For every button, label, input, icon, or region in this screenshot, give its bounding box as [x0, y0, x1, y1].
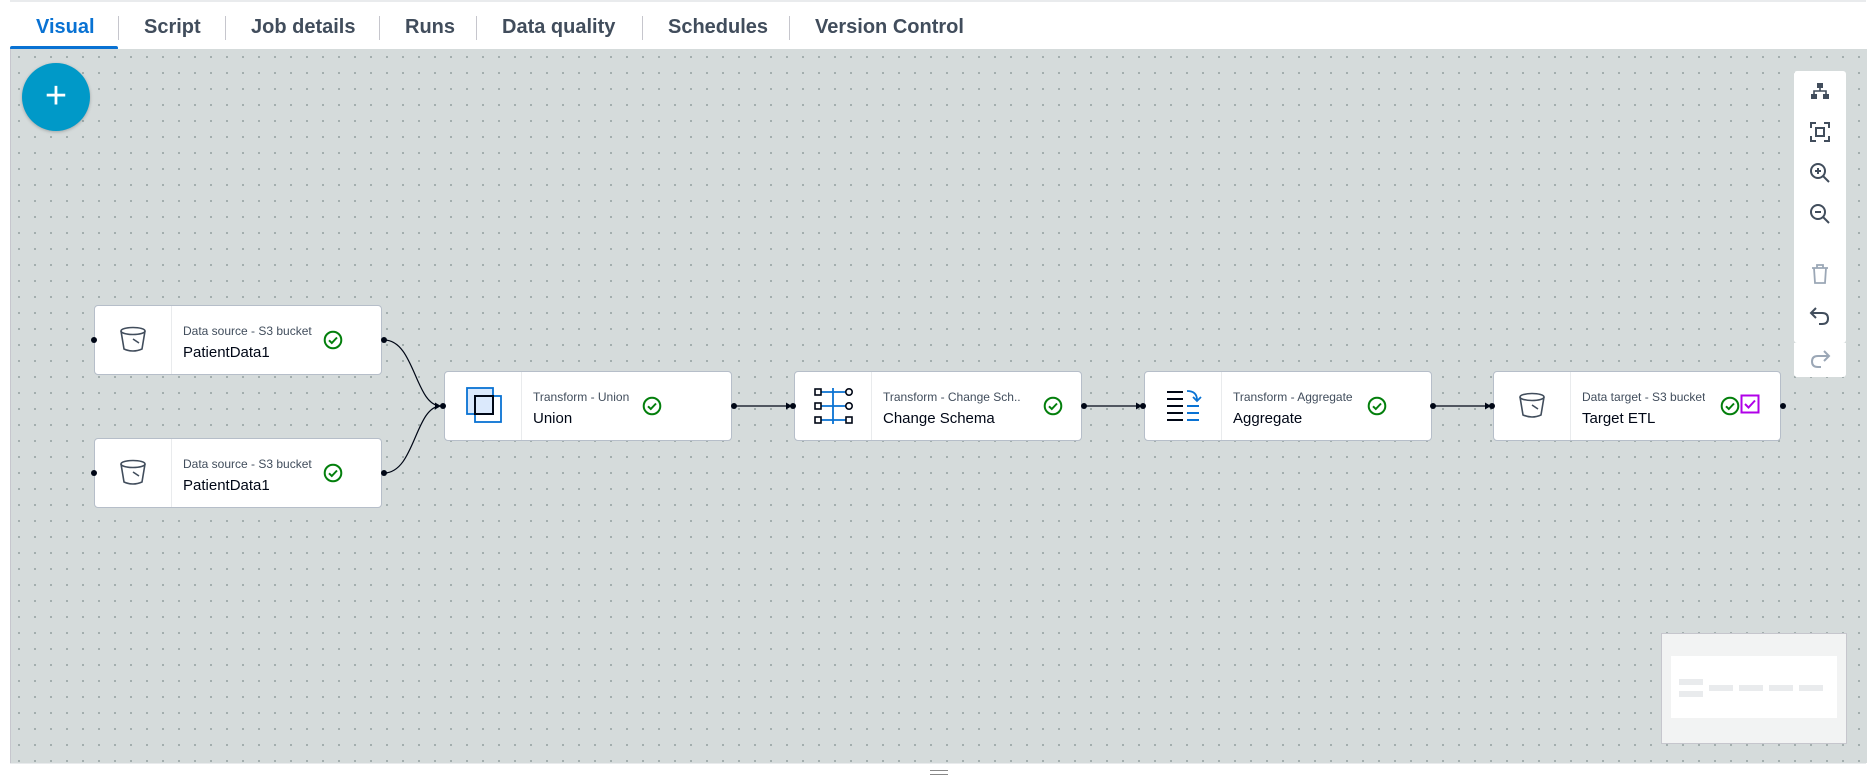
- tab-script[interactable]: Script: [144, 16, 201, 38]
- minimap-node: [1739, 685, 1763, 691]
- tab-divider: [789, 16, 790, 40]
- auto-layout-icon[interactable]: [1807, 78, 1833, 104]
- s3-bucket-icon: [120, 459, 146, 485]
- node-name-label: Target ETL: [1582, 410, 1656, 427]
- node-name-label: PatientData1: [183, 477, 270, 494]
- success-check-icon: [1367, 396, 1387, 416]
- tab-divider: [118, 16, 119, 40]
- change-schema-icon: [814, 387, 853, 424]
- tab-bar: Visual Script Job details Runs Data qual…: [10, 0, 1866, 51]
- node-icon-box: [1494, 372, 1571, 440]
- undo-icon[interactable]: [1807, 302, 1833, 328]
- success-check-icon: [1043, 396, 1063, 416]
- minimap-node: [1679, 679, 1703, 685]
- tab-divider: [379, 16, 380, 40]
- node-name-label: Change Schema: [883, 410, 995, 427]
- tab-visual[interactable]: Visual: [36, 16, 95, 38]
- node-data-target-target-etl[interactable]: Data target - S3 bucket Target ETL: [1493, 371, 1781, 441]
- success-check-icon: [323, 330, 343, 350]
- success-check-icon: [1720, 396, 1740, 416]
- input-port[interactable]: [91, 470, 97, 476]
- s3-bucket-icon: [1519, 392, 1545, 418]
- node-transform-aggregate[interactable]: Transform - Aggregate Aggregate: [1144, 371, 1432, 441]
- canvas-toolbar-bottom: [1794, 343, 1846, 377]
- minimap-node: [1769, 685, 1793, 691]
- tab-runs[interactable]: Runs: [405, 16, 455, 38]
- node-name-label: Aggregate: [1233, 410, 1303, 427]
- tab-version-control[interactable]: Version Control: [815, 16, 964, 38]
- union-icon: [466, 387, 502, 423]
- input-port[interactable]: [91, 337, 97, 343]
- fit-view-icon[interactable]: [1807, 119, 1833, 145]
- active-tab-indicator: [10, 46, 118, 50]
- aggregate-icon: [1167, 390, 1202, 421]
- s3-bucket-icon: [120, 326, 146, 352]
- node-data-source-patientdata1[interactable]: Data source - S3 bucket PatientData1: [94, 438, 382, 508]
- add-node-button[interactable]: +: [22, 63, 90, 131]
- node-type-label: Data target - S3 bucket: [1582, 390, 1706, 404]
- input-port[interactable]: [790, 403, 796, 409]
- success-check-icon: [642, 396, 662, 416]
- panel-resize-handle[interactable]: [930, 770, 948, 775]
- redo-icon[interactable]: [1807, 345, 1833, 371]
- tab-job-details[interactable]: Job details: [251, 16, 356, 38]
- node-icon-box: [1145, 372, 1222, 440]
- output-port[interactable]: [731, 403, 737, 409]
- input-port[interactable]: [440, 403, 446, 409]
- input-port[interactable]: [1140, 403, 1146, 409]
- input-port[interactable]: [1489, 403, 1495, 409]
- node-type-label: Transform - Change Sch...: [883, 390, 1021, 404]
- output-port[interactable]: [381, 337, 387, 343]
- node-name-label: PatientData1: [183, 344, 270, 361]
- output-port[interactable]: [1081, 403, 1087, 409]
- node-name-label: Union: [533, 410, 573, 427]
- output-port[interactable]: [1430, 403, 1436, 409]
- node-type-label: Data source - S3 bucket: [183, 324, 312, 338]
- node-type-label: Transform - Aggregate: [1233, 390, 1353, 404]
- canvas-toolbar: [1794, 71, 1846, 343]
- visual-canvas[interactable]: [10, 49, 1867, 763]
- tab-schedules[interactable]: Schedules: [668, 16, 769, 38]
- node-icon-box: [95, 439, 172, 507]
- tab-divider: [225, 16, 226, 40]
- tab-data-quality[interactable]: Data quality: [502, 16, 616, 38]
- tab-divider: [476, 16, 477, 40]
- minimap[interactable]: [1661, 633, 1847, 744]
- delete-icon[interactable]: [1807, 261, 1833, 287]
- tab-divider: [642, 16, 643, 40]
- node-transform-union[interactable]: Transform - Union Union: [444, 371, 732, 441]
- zoom-out-icon[interactable]: [1807, 201, 1833, 227]
- plus-icon: +: [44, 75, 68, 117]
- node-icon-box: [95, 306, 172, 374]
- node-type-label: Data source - S3 bucket: [183, 457, 312, 471]
- output-port[interactable]: [1780, 403, 1786, 409]
- node-icon-box: [795, 372, 872, 440]
- node-type-label: Transform - Union: [533, 390, 630, 404]
- success-check-icon: [323, 463, 343, 483]
- output-port[interactable]: [381, 470, 387, 476]
- selected-checkbox-icon[interactable]: [1740, 394, 1760, 414]
- node-icon-box: [445, 372, 522, 440]
- zoom-in-icon[interactable]: [1807, 160, 1833, 186]
- node-transform-change-schema[interactable]: Transform - Change Sch... Change Schema: [794, 371, 1082, 441]
- node-data-source-patientdata1[interactable]: Data source - S3 bucket PatientData1: [94, 305, 382, 375]
- minimap-node: [1679, 691, 1703, 697]
- minimap-node: [1799, 685, 1823, 691]
- minimap-node: [1709, 685, 1733, 691]
